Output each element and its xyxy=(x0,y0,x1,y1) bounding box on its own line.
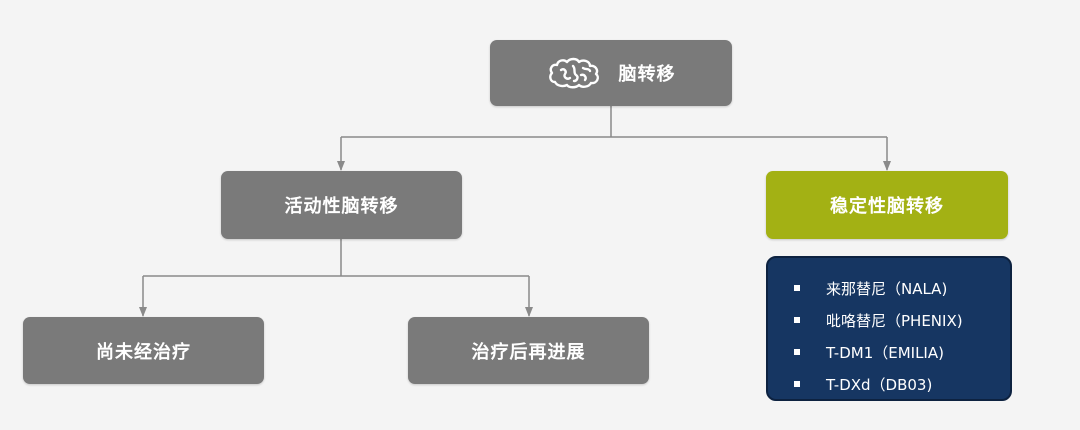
bullet-icon xyxy=(794,285,800,291)
leaf-node-progressed-after-treatment: 治疗后再进展 xyxy=(408,317,649,384)
trial-list-box: 来那替尼（NALA) 吡咯替尼（PHENIX) T-DM1（EMILIA) T-… xyxy=(766,256,1012,401)
stable-node-label: 稳定性脑转移 xyxy=(830,196,944,217)
root-node-label: 脑转移 xyxy=(618,64,676,85)
trial-item: T-DXd（DB03) xyxy=(794,368,1010,400)
leaf-node-untreated: 尚未经治疗 xyxy=(23,317,264,384)
branch-node-active-metastasis: 活动性脑转移 xyxy=(221,171,462,239)
bullet-icon xyxy=(794,349,800,355)
root-node-brain-metastasis: 脑转移 xyxy=(490,40,732,106)
trial-item-label: 来那替尼（NALA) xyxy=(826,279,948,298)
trial-list: 来那替尼（NALA) 吡咯替尼（PHENIX) T-DM1（EMILIA) T-… xyxy=(794,272,1010,400)
bullet-icon xyxy=(794,381,800,387)
untreated-node-label: 尚未经治疗 xyxy=(96,341,191,363)
trial-item-label: T-DXd（DB03) xyxy=(826,375,933,394)
trial-item-label: T-DM1（EMILIA) xyxy=(826,343,944,362)
trial-item: T-DM1（EMILIA) xyxy=(794,336,1010,368)
bullet-icon xyxy=(794,317,800,323)
trial-item: 吡咯替尼（PHENIX) xyxy=(794,304,1010,336)
progressed-node-label: 治疗后再进展 xyxy=(471,341,586,363)
trial-item: 来那替尼（NALA) xyxy=(794,272,1010,304)
active-node-label: 活动性脑转移 xyxy=(284,196,399,217)
branch-node-stable-metastasis: 稳定性脑转移 xyxy=(766,171,1008,239)
brain-icon xyxy=(547,56,603,90)
trial-item-label: 吡咯替尼（PHENIX) xyxy=(826,311,963,330)
